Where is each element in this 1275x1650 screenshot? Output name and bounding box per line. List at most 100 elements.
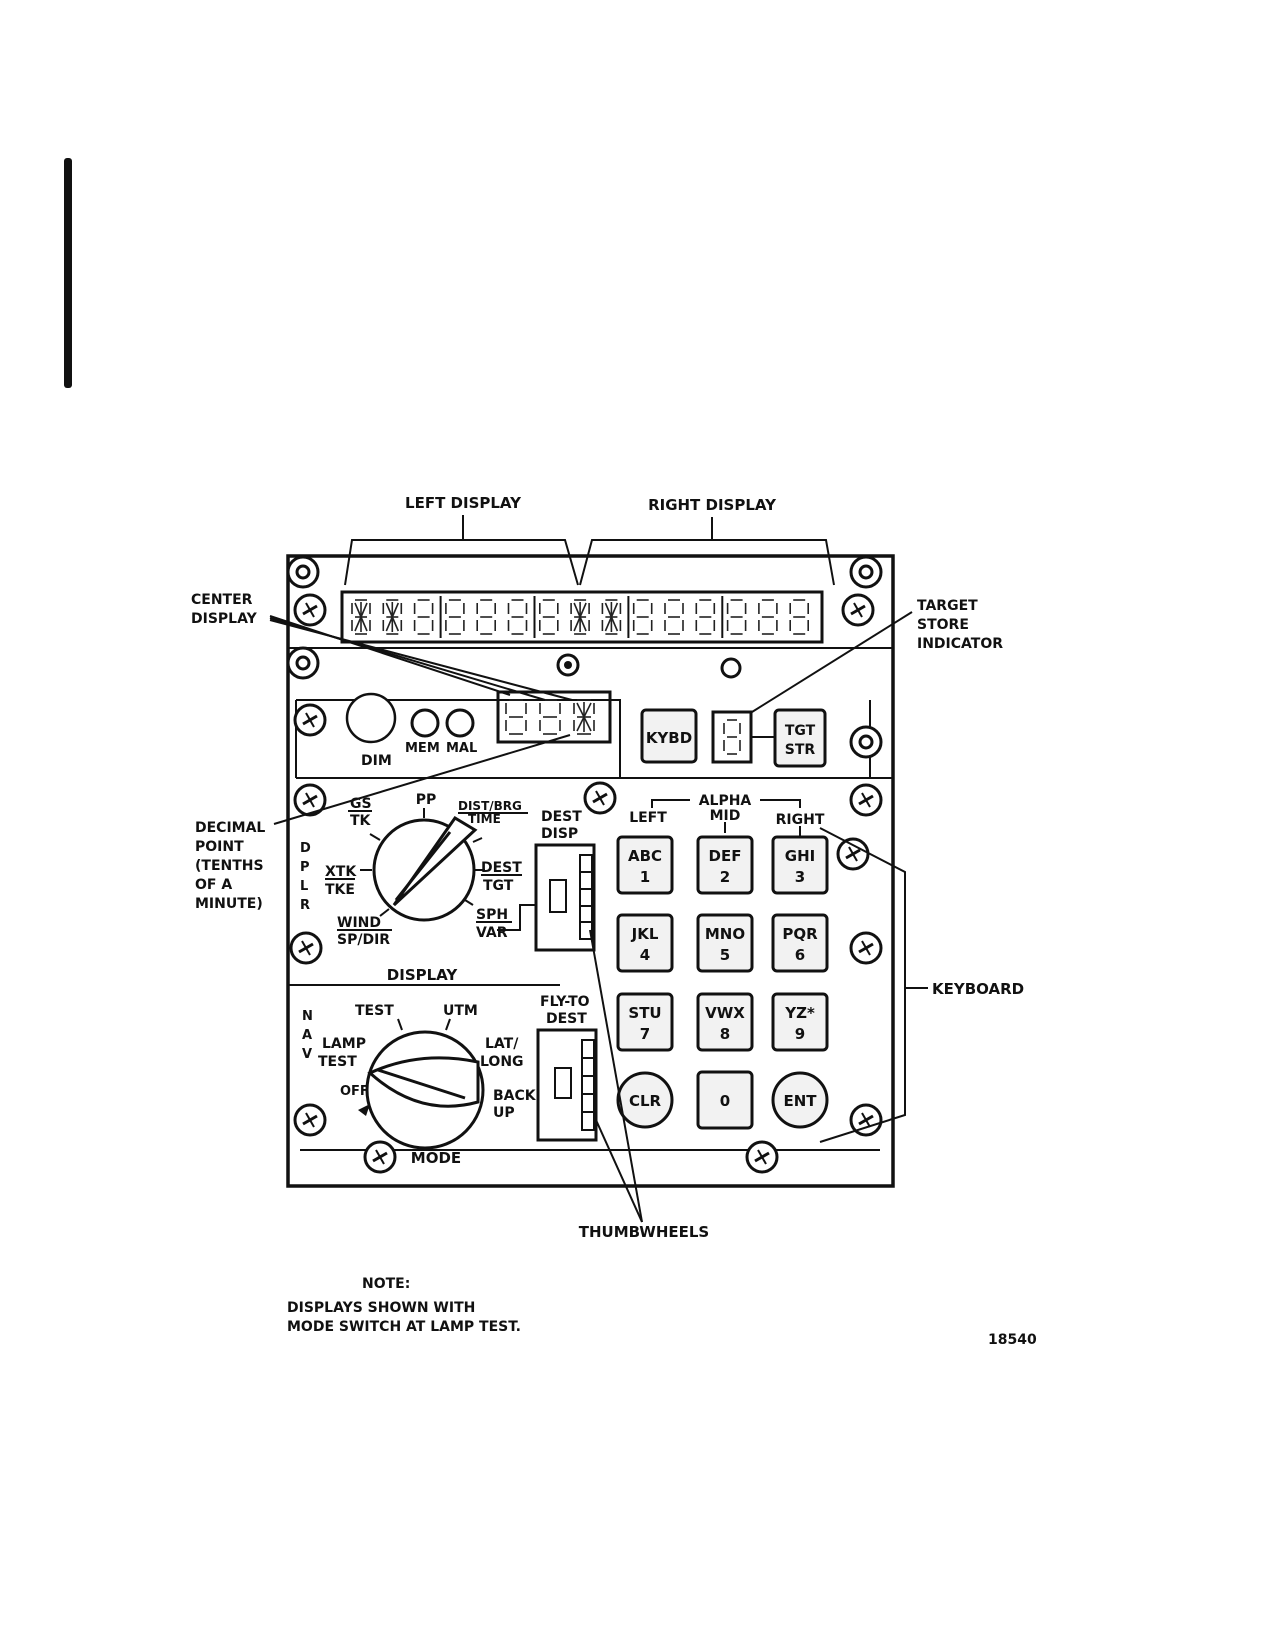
screw-icon (849, 725, 883, 759)
svg-text:V: V (302, 1047, 312, 1062)
key-ghi-button[interactable]: GHI 3 (771, 835, 829, 895)
key-ghi-digit: 3 (795, 868, 805, 886)
panel-screws (286, 555, 883, 1174)
key-ent-button[interactable]: ENT (771, 1071, 829, 1129)
target-store-label-3: INDICATOR (917, 636, 1003, 652)
keyboard-bracket (819, 827, 928, 1143)
key-def-label: DEF (709, 847, 742, 865)
mode-pointer-icon (358, 1104, 370, 1116)
right-display-label: RIGHT DISPLAY (648, 496, 777, 514)
key-stu-button[interactable]: STU 7 (616, 992, 674, 1052)
decimal-point-label-4: OF A (195, 877, 232, 893)
display-pos-sph: SPH (476, 907, 508, 923)
key-yz-label: YZ* (784, 1004, 815, 1022)
key-clr-label: CLR (629, 1092, 662, 1110)
key-abc-digit: 1 (640, 868, 650, 886)
key-mno-label: MNO (705, 925, 745, 943)
key-stu-digit: 7 (640, 1025, 650, 1043)
svg-text:N: N (302, 1009, 313, 1024)
key-pqr-digit: 6 (795, 946, 805, 964)
nav-letters: N A V (302, 1009, 313, 1062)
dest-disp-label-1: DEST (541, 809, 582, 825)
display-switch-ticks (360, 808, 485, 917)
fly-to-dest-label-1: FLY-TO (540, 994, 590, 1010)
mode-pos-back: BACK (493, 1088, 537, 1104)
segment-digit (476, 599, 497, 635)
top-display-digits (351, 596, 810, 638)
tgt-str-label-2: STR (785, 742, 816, 758)
svg-text:A: A (302, 1028, 312, 1043)
key-def-button[interactable]: DEF 2 (696, 835, 754, 895)
alpha-left-label: LEFT (629, 810, 667, 826)
alpha-mid-label: MID (710, 808, 741, 824)
key-pqr-button[interactable]: PQR 6 (771, 913, 829, 973)
display-switch-label: DISPLAY (387, 966, 459, 984)
screw-icon (836, 837, 870, 871)
alpha-right-label: RIGHT (776, 812, 825, 828)
segment-digit (539, 699, 561, 735)
key-abc-label: ABC (628, 847, 662, 865)
dest-disp-thumbwheel[interactable] (497, 843, 596, 952)
key-jkl-digit: 4 (640, 946, 650, 964)
display-pos-time: TIME (468, 812, 501, 826)
display-pos-dest: DEST (481, 860, 522, 876)
screw-icon (293, 703, 327, 737)
mode-pos-long: LONG (480, 1054, 524, 1070)
screw-icon (286, 555, 320, 589)
note-title: NOTE: (362, 1276, 410, 1292)
key-mno-digit: 5 (720, 946, 730, 964)
mem-label: MEM (405, 741, 440, 756)
svg-text:P: P (300, 860, 310, 875)
screw-icon (849, 1103, 883, 1137)
svg-text:D: D (300, 841, 311, 856)
segment-digit (726, 599, 747, 635)
center-display-window (496, 690, 612, 744)
key-stu-label: STU (628, 1004, 661, 1022)
key-abc-button[interactable]: ABC 1 (616, 835, 674, 895)
display-rotary-switch[interactable] (372, 815, 478, 922)
mode-pos-lat: LAT/ (485, 1036, 519, 1052)
note-line-1: DISPLAYS SHOWN WITH (287, 1300, 475, 1316)
svg-text:R: R (300, 898, 310, 913)
segment-digit (413, 599, 434, 635)
segment-digit (632, 599, 653, 635)
key-ghi-label: GHI (785, 847, 815, 865)
dim-knob[interactable] (345, 692, 397, 744)
display-pos-tke: TKE (325, 882, 355, 898)
key-0-button[interactable]: 0 (696, 1070, 754, 1130)
mode-rotary-switch[interactable] (365, 1030, 485, 1150)
left-display-bracket (344, 515, 579, 586)
left-display-label: LEFT DISPLAY (405, 494, 522, 512)
screw-icon (841, 593, 875, 627)
key-pqr-label: PQR (782, 925, 818, 943)
segment-digit (758, 599, 778, 635)
segment-digit (601, 599, 622, 635)
panel-frame (286, 554, 895, 1188)
key-mno-button[interactable]: MNO 5 (696, 913, 754, 973)
key-yz-button[interactable]: YZ*9 (771, 992, 829, 1052)
center-display-leaders (269, 615, 573, 701)
segment-digit (505, 699, 527, 735)
top-display-window (340, 590, 824, 644)
screw-icon (289, 931, 323, 965)
segment-digit (723, 719, 741, 755)
figure-number: 18540 (988, 1332, 1037, 1348)
mode-pos-lamp: LAMP (322, 1036, 366, 1052)
segment-digit (664, 599, 684, 635)
thumbwheels-label: THUMBWHEELS (579, 1223, 709, 1241)
dest-disp-label-2: DISP (541, 826, 578, 842)
key-def-digit: 2 (720, 868, 730, 886)
screw-icon (849, 555, 883, 589)
display-pos-tgt: TGT (483, 878, 514, 894)
segment-digit (382, 599, 403, 635)
fly-to-dest-thumbwheel[interactable] (536, 1028, 598, 1142)
alpha-label: ALPHA (699, 793, 752, 809)
key-clr-button[interactable]: CLR (616, 1071, 674, 1129)
kybd-button[interactable] (640, 708, 698, 764)
tgt-str-button[interactable] (773, 708, 827, 768)
screw-icon (363, 1140, 397, 1174)
